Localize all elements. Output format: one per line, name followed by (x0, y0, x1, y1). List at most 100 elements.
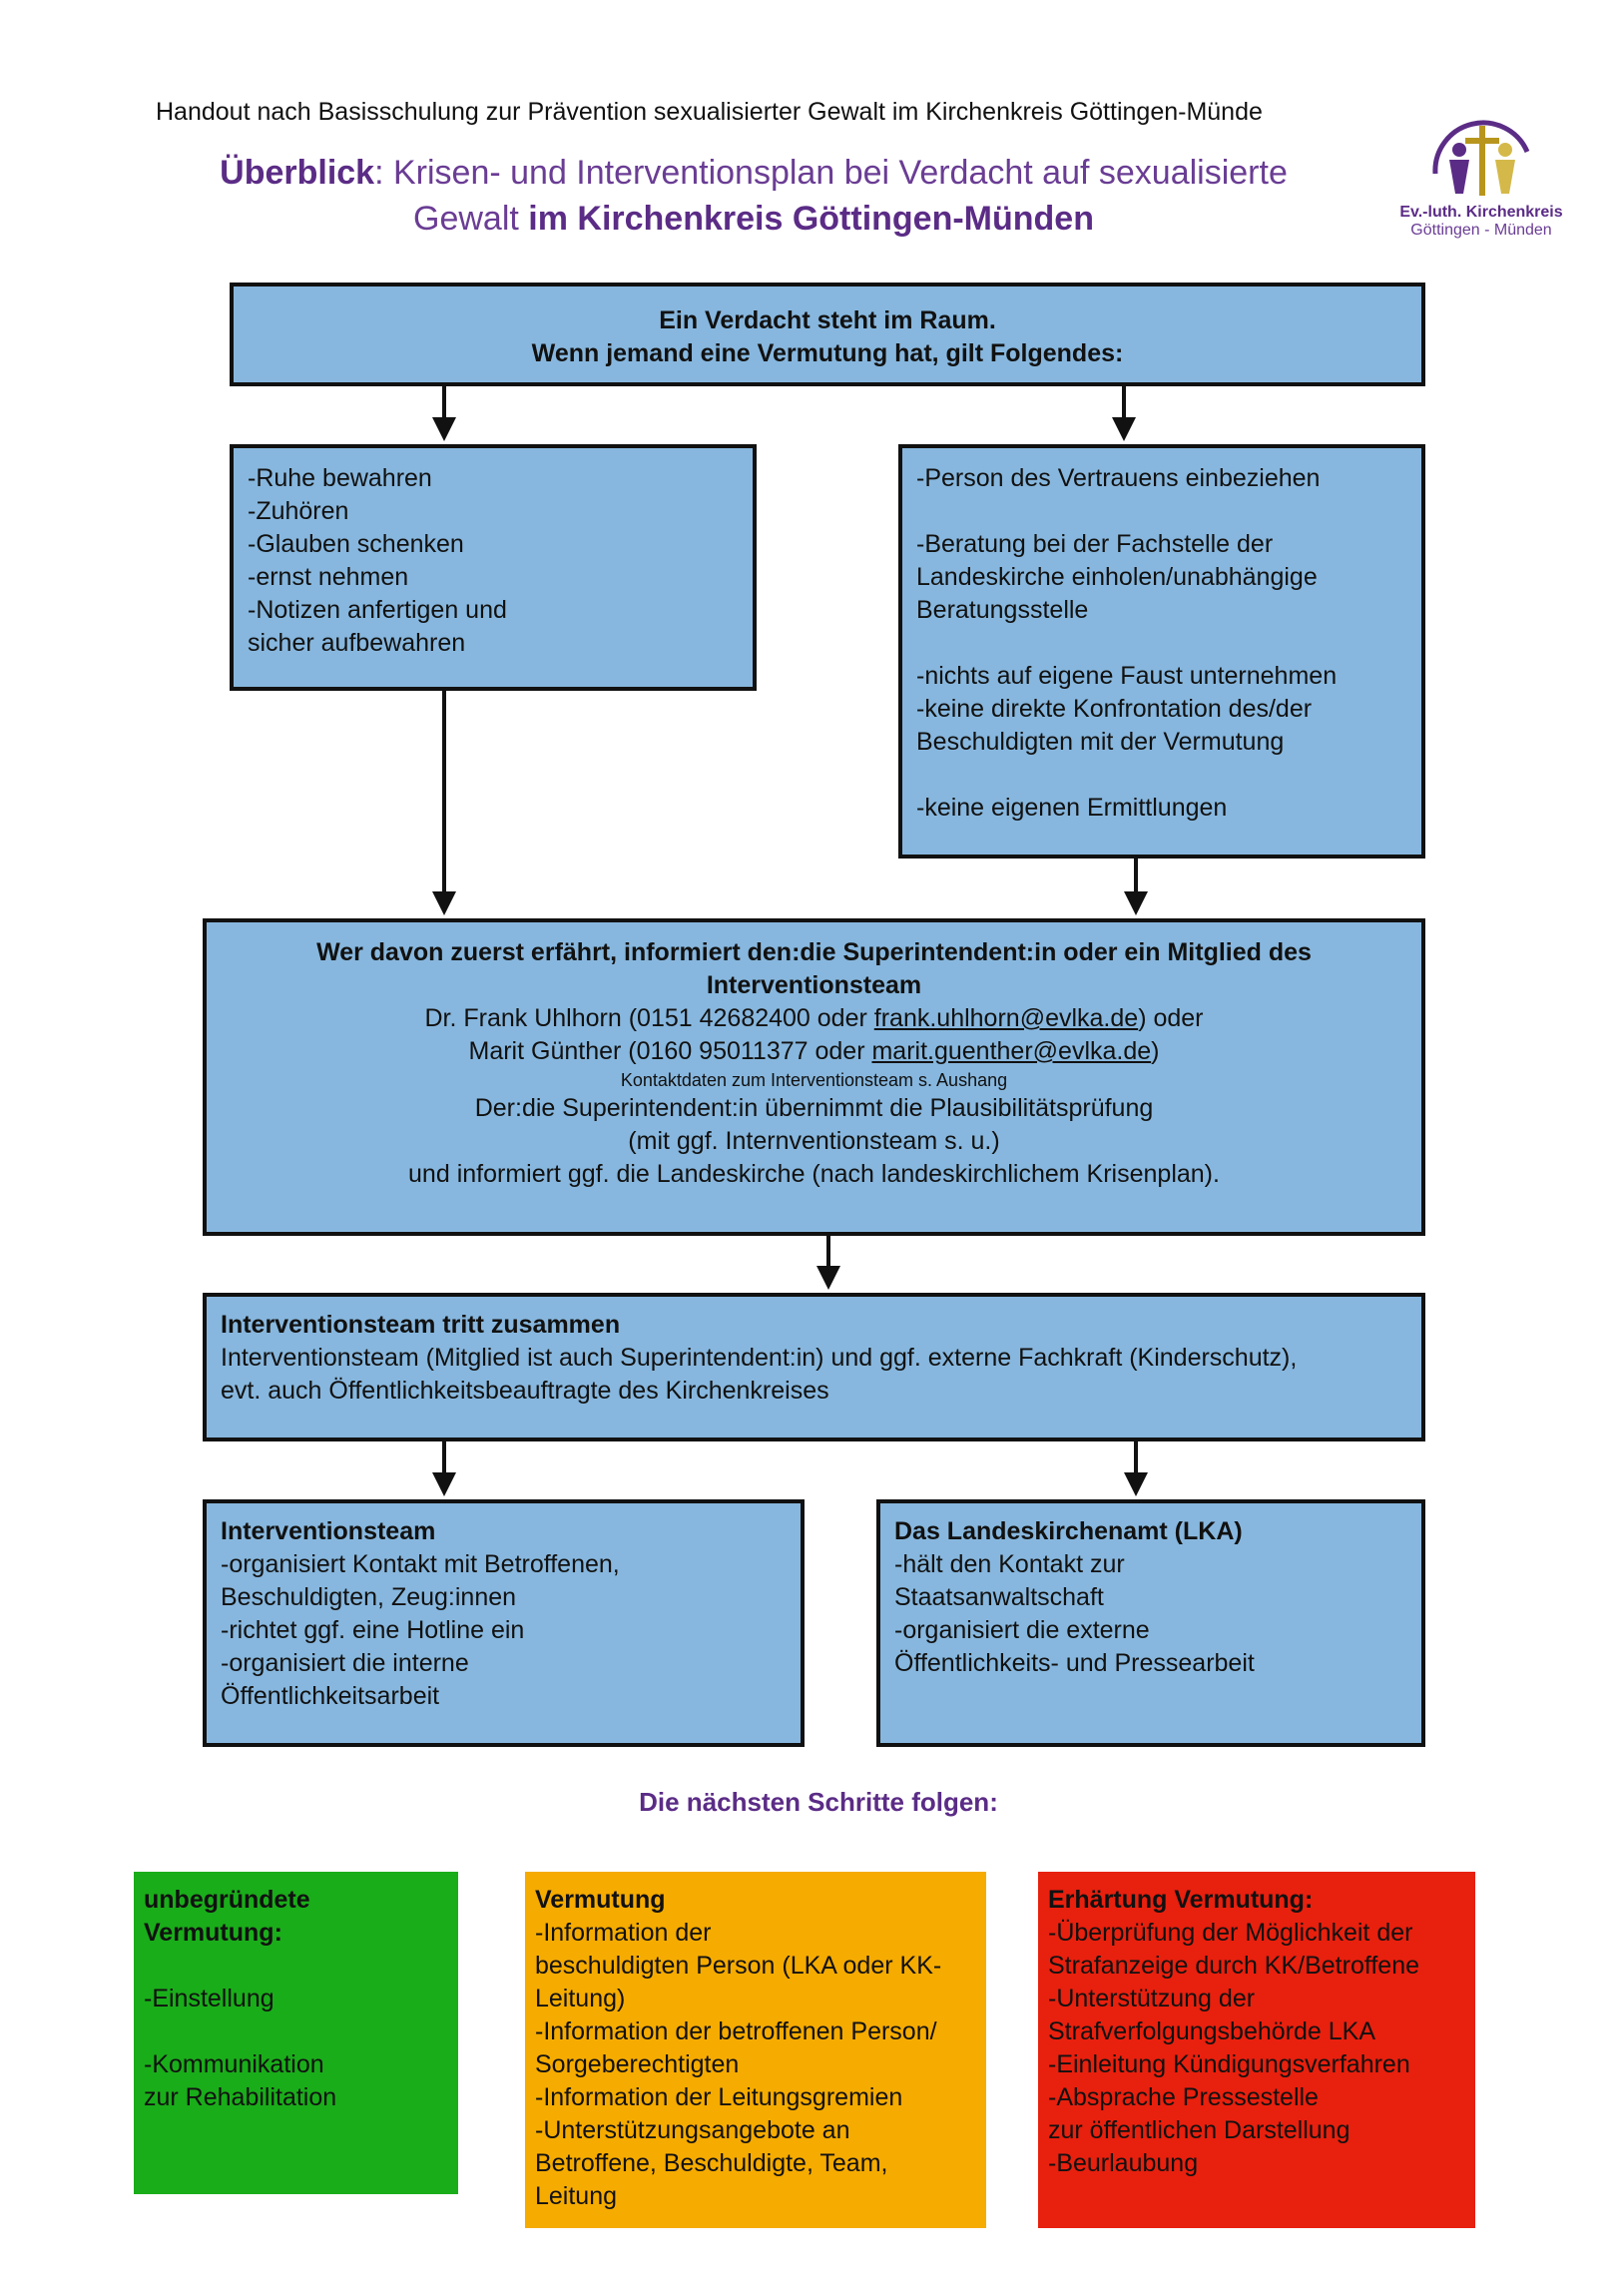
arrowhead-left-super (432, 891, 456, 915)
green-heading-2: Vermutung: (144, 1919, 282, 1947)
list-item: -organisiert die externe (894, 1616, 1150, 1644)
logo-text-line-2: Göttingen - Münden (1410, 222, 1552, 239)
list-item: beschuldigten Person (LKA oder KK- (535, 1952, 942, 1980)
title-line-1-text: : Krisen- und Interventionsplan bei Verd… (374, 154, 1288, 192)
intervention-team-heading: Interventionsteam (221, 1517, 436, 1545)
contact-note: Kontaktdaten zum Interventionsteam s. Au… (620, 1070, 1008, 1090)
arrowhead-top-left (432, 417, 456, 441)
list-item: Beschuldigten, Zeug:innen (221, 1583, 517, 1611)
list-item: -Überprüfung der Möglichkeit der (1048, 1919, 1413, 1947)
list-item: -Absprache Pressestelle (1048, 2083, 1319, 2111)
lka-heading: Das Landeskirchenamt (LKA) (894, 1517, 1243, 1545)
list-item: -Unterstützung der (1048, 1985, 1256, 2012)
contact-uhlhorn: Dr. Frank Uhlhorn (0151 42682400 oder fr… (207, 1002, 1421, 1035)
team-meets-heading: Interventionsteam tritt zusammen (221, 1311, 621, 1339)
next-steps-heading: Die nächsten Schritte folgen: (639, 1787, 998, 1817)
superintendent-heading-1: Wer davon zuerst erfährt, informiert den… (316, 938, 1312, 966)
plausibility-line-2: (mit ggf. Internventionsteam s. u.) (628, 1127, 1000, 1155)
list-item: Öffentlichkeits- und Pressearbeit (894, 1649, 1255, 1677)
list-item: zur öffentlichen Darstellung (1048, 2116, 1351, 2144)
list-item: -Einstellung (144, 1985, 274, 2012)
list-item: -ernst nehmen (248, 563, 409, 591)
church-district-logo: Ev.-luth. Kirchenkreis Göttingen - Münde… (1381, 112, 1581, 262)
spacer (916, 759, 1407, 792)
list-item: -Beurlaubung (1048, 2149, 1199, 2177)
list-item: -hält den Kontakt zur (894, 1550, 1125, 1578)
list-item: -organisiert Kontakt mit Betroffenen, (221, 1550, 620, 1578)
lka-box: Das Landeskirchenamt (LKA) -hält den Kon… (876, 1499, 1425, 1747)
list-item: -organisiert die interne (221, 1649, 469, 1677)
list-item: -Zuhören (248, 497, 349, 525)
list-item: -Information der betroffenen Person/ (535, 2017, 937, 2045)
spacer (144, 1950, 448, 1983)
list-item: Strafanzeige durch KK/Betroffene (1048, 1952, 1419, 1980)
title-line-2-bold: im Kirchenkreis Göttingen-Münden (528, 200, 1094, 238)
list-item: Beschuldigten mit der Vermutung (916, 728, 1285, 756)
arrowhead-team-meets-team (432, 1472, 456, 1496)
list-item: Strafverfolgungsbehörde LKA (1048, 2017, 1375, 2045)
green-heading-1: unbegründete (144, 1886, 310, 1914)
title-line-2: Gewalt im Kirchenkreis Göttingen-Münden (140, 196, 1367, 242)
arrowhead-top-right (1112, 417, 1136, 441)
arrowhead-right-super (1124, 891, 1148, 915)
contact-uhlhorn-text: Dr. Frank Uhlhorn (0151 42682400 oder (424, 1004, 874, 1032)
email-link-guenther[interactable]: marit.guenther@evlka.de (871, 1037, 1152, 1065)
list-item: -Person des Vertrauens einbeziehen (916, 464, 1321, 492)
list-item: -Information der (535, 1919, 712, 1947)
suspicion-box: Ein Verdacht steht im Raum. Wenn jemand … (230, 283, 1425, 386)
list-item: -keine eigenen Ermittlungen (916, 794, 1228, 822)
list-item: -Unterstützungsangebote an (535, 2116, 850, 2144)
list-item: Landeskirche einholen/unabhängige (916, 563, 1318, 591)
list-item: -Glauben schenken (248, 530, 464, 558)
handout-subtitle: Handout nach Basisschulung zur Präventio… (156, 98, 1263, 126)
list-item: -Kommunikation (144, 2050, 324, 2078)
title-line-2-plain: Gewalt (413, 200, 529, 238)
list-item: Sorgeberechtigten (535, 2050, 740, 2078)
list-item: -Information der Leitungsgremien (535, 2083, 903, 2111)
list-item: -Beratung bei der Fachstelle der (916, 530, 1274, 558)
arrowhead-super-team-meets (816, 1266, 840, 1290)
list-item: Staatsanwaltschaft (894, 1583, 1104, 1611)
red-heading: Erhärtung Vermutung: (1048, 1886, 1314, 1914)
list-item: Leitung) (535, 1985, 626, 2012)
title-bold-word: Überblick (220, 154, 375, 192)
team-meets-box: Interventionsteam tritt zusammen Interve… (203, 1293, 1425, 1441)
suspicion-box-orange: Vermutung -Information der beschuldigten… (525, 1872, 986, 2228)
contact-guenther-suffix: ) (1151, 1037, 1160, 1065)
list-item: -keine direkte Konfrontation des/der (916, 695, 1313, 723)
confirmed-suspicion-box: Erhärtung Vermutung: -Überprüfung der Mö… (1038, 1872, 1475, 2228)
team-meets-line-1: Interventionsteam (Mitglied ist auch Sup… (221, 1344, 1298, 1372)
logo-text-line-1: Ev.-luth. Kirchenkreis (1399, 204, 1563, 221)
spacer (144, 2015, 448, 2048)
intervention-team-box: Interventionsteam -organisiert Kontakt m… (203, 1499, 805, 1747)
cross-figures-icon (1432, 120, 1530, 196)
title-line-1: Überblick: Krisen- und Interventionsplan… (140, 150, 1367, 196)
list-item: -Einleitung Kündigungsverfahren (1048, 2050, 1410, 2078)
superintendent-heading-2: Interventionsteam (706, 971, 922, 999)
suspicion-line-1: Ein Verdacht steht im Raum. (659, 306, 996, 334)
list-item: Öffentlichkeitsarbeit (221, 1682, 440, 1710)
list-item: -Notizen anfertigen und (248, 596, 507, 624)
spacer (916, 495, 1407, 528)
unfounded-suspicion-box: unbegründete Vermutung: -Einstellung -Ko… (134, 1872, 458, 2194)
list-item: -nichts auf eigene Faust unternehmen (916, 662, 1338, 690)
advice-box: -Person des Vertrauens einbeziehen -Bera… (898, 444, 1425, 859)
contact-guenther-text: Marit Günther (0160 95011377 oder (468, 1037, 872, 1065)
contact-uhlhorn-suffix: ) oder (1138, 1004, 1204, 1032)
list-item: Beratungsstelle (916, 596, 1089, 624)
team-meets-line-2: evt. auch Öffentlichkeitsbeauftragte des… (221, 1377, 829, 1405)
email-link-uhlhorn[interactable]: frank.uhlhorn@evlka.de (873, 1004, 1139, 1032)
spacer (916, 627, 1407, 660)
list-item: -richtet ggf. eine Hotline ein (221, 1616, 525, 1644)
orange-heading: Vermutung (535, 1886, 666, 1914)
arrowhead-team-meets-lka (1124, 1472, 1148, 1496)
list-item: Leitung (535, 2182, 618, 2210)
list-item: sicher aufbewahren (248, 629, 466, 657)
page-title: Überblick: Krisen- und Interventionsplan… (140, 150, 1367, 242)
suspicion-line-2: Wenn jemand eine Vermutung hat, gilt Fol… (531, 339, 1124, 367)
superintendent-box: Wer davon zuerst erfährt, informiert den… (203, 918, 1425, 1236)
plausibility-line: Der:die Superintendent:in übernimmt die … (474, 1094, 1154, 1122)
list-item: -Ruhe bewahren (248, 464, 432, 492)
first-steps-box: -Ruhe bewahren -Zuhören -Glauben schenke… (230, 444, 757, 691)
